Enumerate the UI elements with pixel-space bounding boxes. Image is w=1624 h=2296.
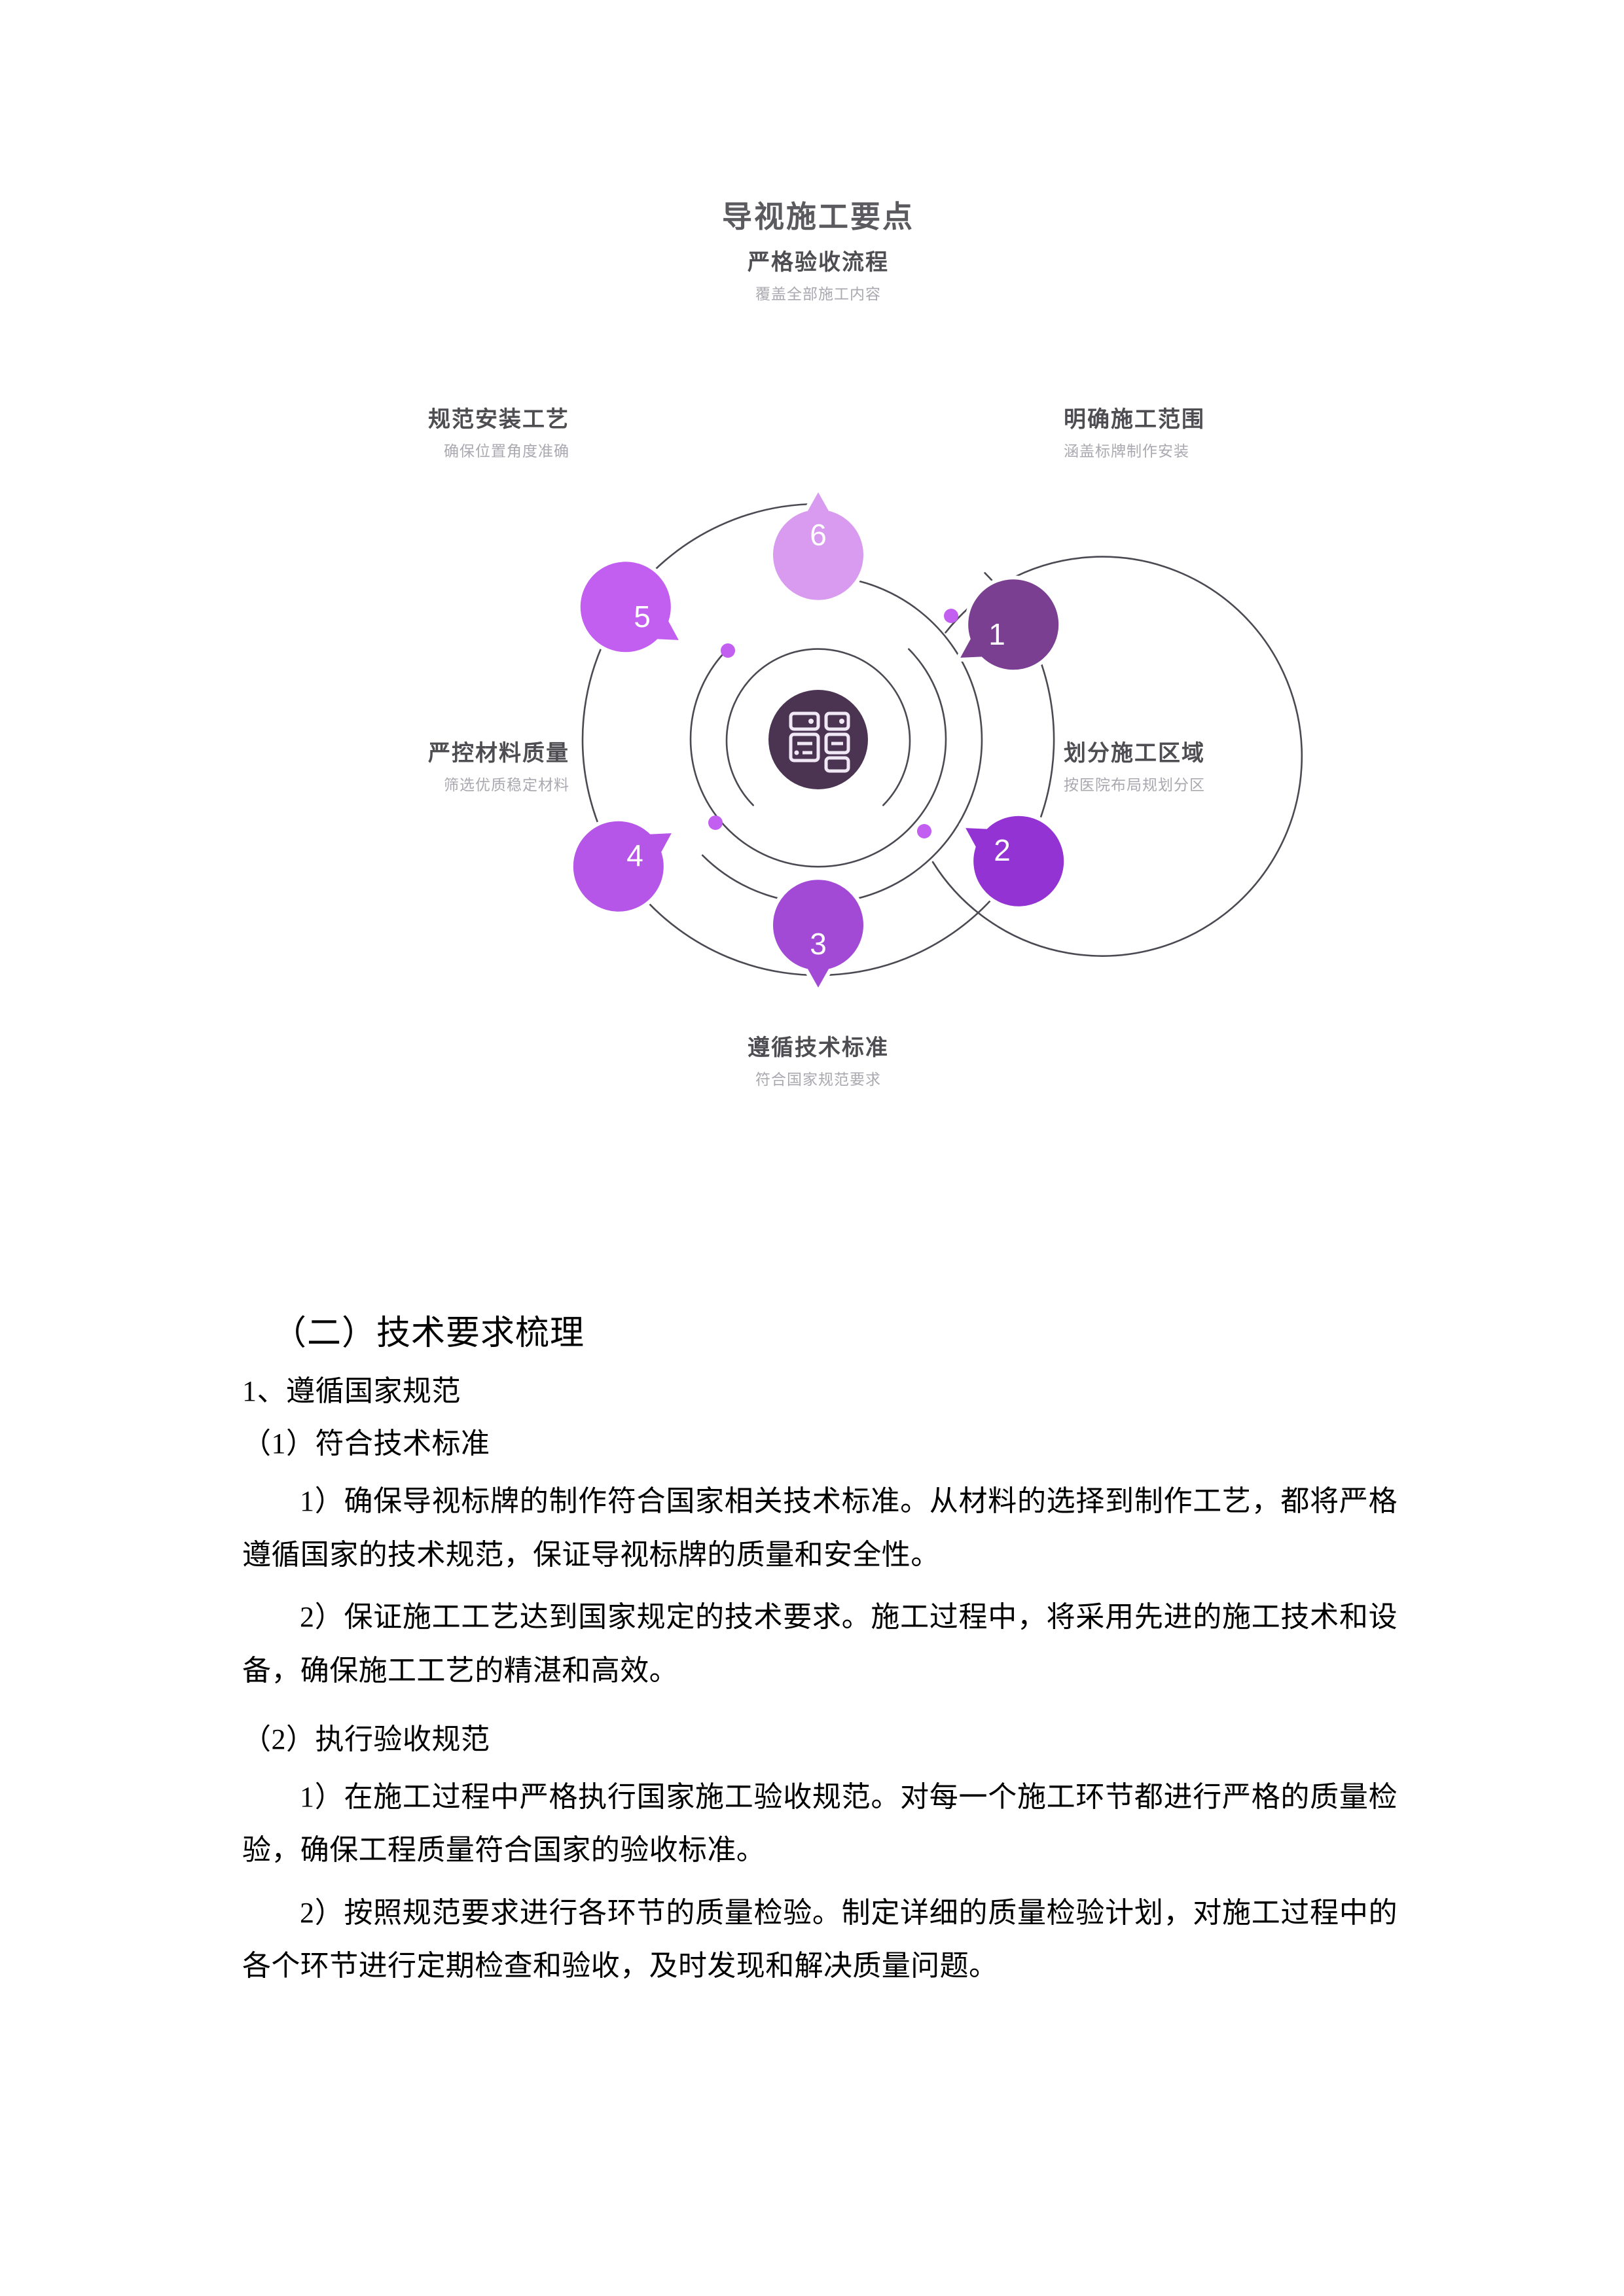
node-subtitle-1: 涵盖标牌制作安装 [1064,442,1189,459]
subsection-heading-1-1: （1）符合技术标准 [242,1427,490,1460]
subsection-heading-1-2: （2）执行验收规范 [242,1723,490,1755]
node-marker-5[interactable]: 5 [561,542,708,682]
node-number-5: 5 [634,600,651,634]
node-title-1: 明确施工范围 [1064,407,1205,432]
radial-diagram-svg: 6 5 4 3 [554,484,1303,996]
paragraph-1-1-2: 2）保证施工工艺达到国家规定的技术要求。施工过程中，将采用先进的施工技术和设备，… [242,1601,1398,1687]
section-heading: （二）技术要求梳理 [272,1315,585,1352]
node-subtitle-4: 筛选优质稳定材料 [444,776,569,793]
subsection-heading-1: 1、遵循国家规范 [242,1375,461,1408]
infographic-figure: 导视施工要点 [242,164,1394,1296]
node-label-4: 严控材料质量 筛选优质稳定材料 [255,740,569,794]
node-label-1: 明确施工范围 涵盖标牌制作安装 [1064,406,1371,460]
node-number-1: 1 [988,617,1005,651]
node-subtitle-6: 覆盖全部施工内容 [755,285,881,302]
node-title-2: 划分施工区域 [1064,741,1205,766]
node-subtitle-5: 确保位置角度准确 [444,442,569,459]
node-title-4: 严控材料质量 [428,741,569,766]
node-marker-1[interactable]: 1 [932,560,1079,700]
paragraph-1-1-1: 1）确保导视标牌的制作符合国家相关技术标准。从材料的选择到制作工艺，都将严格遵循… [242,1485,1398,1571]
node-label-3: 遵循技术标准 符合国家规范要求 [589,1034,1047,1088]
node-number-6: 6 [810,518,827,552]
node-label-5: 规范安装工艺 确保位置角度准确 [262,406,569,460]
node-marker-6[interactable]: 6 [769,484,867,604]
paragraph-1-2-2: 2）按照规范要求进行各环节的质量检验。制定详细的质量检验计划，对施工过程中的各个… [242,1896,1398,1982]
node-number-2: 2 [994,833,1011,867]
spacer [242,1706,1398,1718]
node-label-6: 严格验收流程 覆盖全部施工内容 [589,249,1047,303]
node-marker-2[interactable]: 2 [937,786,1084,926]
infographic-title: 导视施工要点 [722,200,914,234]
node-number-4: 4 [626,838,643,872]
node-title-5: 规范安装工艺 [428,407,569,432]
node-subtitle-2: 按医院布局规划分区 [1064,776,1205,793]
center-hub [763,685,873,795]
node-subtitle-3: 符合国家规范要求 [755,1070,881,1088]
radial-diagram: 6 5 4 3 [242,250,1394,1302]
node-title-6: 严格验收流程 [748,250,889,275]
node-number-3: 3 [810,927,827,961]
paragraph-1-2-1: 1）在施工过程中严格执行国家施工验收规范。对每一个施工环节都进行严格的质量检验，… [242,1780,1398,1867]
node-marker-3[interactable]: 3 [769,876,867,996]
document-body: （二）技术要求梳理 1、遵循国家规范 （1）符合技术标准 1）确保导视标牌的制作… [242,1309,1398,2002]
node-label-2: 划分施工区域 按医院布局规划分区 [1064,740,1384,794]
dashboard-grid-icon [789,711,850,773]
node-marker-4[interactable]: 4 [554,791,700,931]
node-title-3: 遵循技术标准 [748,1035,889,1060]
